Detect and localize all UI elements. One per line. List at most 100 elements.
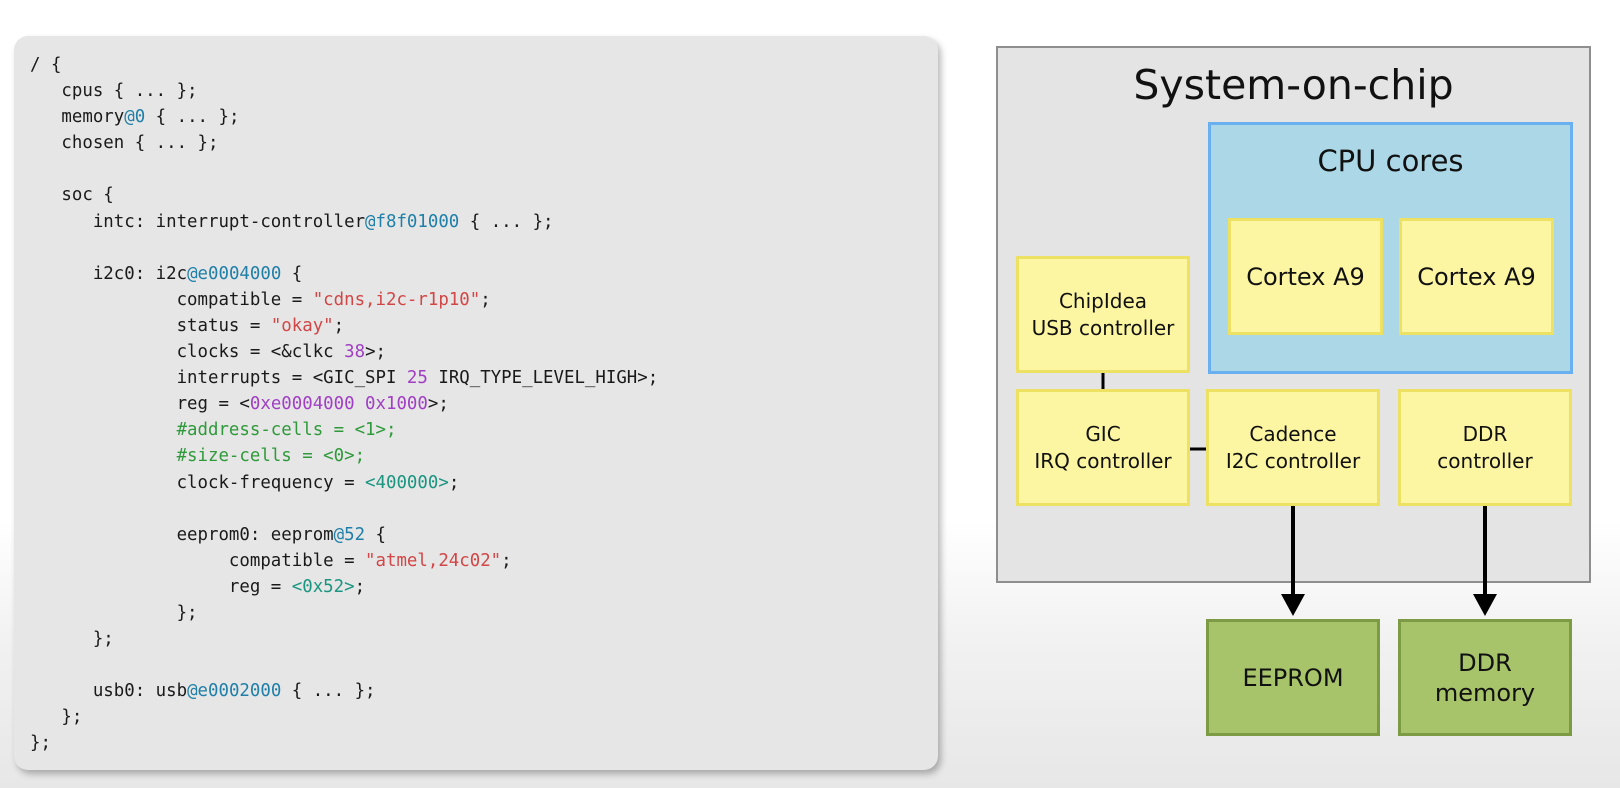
code-line: }; — [30, 730, 938, 756]
code-line: }; — [30, 626, 938, 652]
code-token-cmt: #size-cells = <0>; — [30, 446, 366, 467]
code-token-plain: ; — [354, 576, 366, 597]
code-line: }; — [30, 600, 938, 626]
code-token-plain: compatible = — [30, 550, 366, 571]
code-token-plain: { ... }; — [281, 681, 376, 702]
code-line: reg = <0xe0004000 0x1000>; — [30, 391, 938, 417]
code-line: memory@0 { ... }; — [30, 104, 938, 130]
code-token-val: <0x52> — [291, 576, 355, 597]
code-line: eeprom0: eeprom@52 { — [30, 522, 938, 548]
code-token-plain: }; — [30, 629, 114, 650]
code-token-plain: soc { — [30, 185, 114, 206]
cpu-cores-title: CPU cores — [1317, 144, 1464, 178]
ddr-controller-block: DDR controller — [1398, 389, 1572, 506]
cortex-a9-core-1-label: Cortex A9 — [1246, 262, 1365, 291]
code-token-plain: >; — [365, 342, 387, 363]
code-line: usb0: usb@e0002000 { ... }; — [30, 678, 938, 704]
ddr-controller-line2: controller — [1437, 448, 1533, 473]
code-token-unit: @f8f01000 — [365, 211, 460, 232]
cortex-a9-core-2-label: Cortex A9 — [1417, 262, 1536, 291]
code-line: intc: interrupt-controller@f8f01000 { ..… — [30, 209, 938, 235]
ddr-memory-line1: DDR — [1458, 648, 1512, 677]
gic-controller-line1: GIC — [1085, 421, 1121, 446]
code-token-plain: clocks = <&clkc — [30, 342, 345, 363]
ddr-controller-line1: DDR — [1462, 421, 1508, 446]
code-line: #address-cells = <1>; — [30, 417, 938, 443]
code-line: clock-frequency = <400000>; — [30, 470, 938, 496]
code-token-unit: @0 — [124, 107, 146, 128]
code-token-str: "okay" — [270, 315, 334, 336]
code-token-plain: / { — [30, 55, 62, 75]
code-token-plain: i2c0: i2c — [30, 263, 188, 284]
eeprom-label: EEPROM — [1242, 663, 1344, 692]
code-token-plain: { — [365, 524, 387, 545]
code-token-plain: usb0: usb — [30, 681, 188, 702]
ddr-memory-block: DDR memory — [1398, 619, 1572, 736]
code-token-unit: @52 — [333, 524, 366, 545]
code-line: status = "okay"; — [30, 313, 938, 339]
code-token-str: "cdns,i2c-r1p10" — [312, 289, 481, 310]
code-token-plain: memory — [30, 107, 125, 128]
code-token-plain: }; — [30, 733, 51, 754]
usb-controller-line1: ChipIdea — [1058, 288, 1148, 313]
cortex-a9-core-2: Cortex A9 — [1399, 218, 1554, 335]
code-token-plain: compatible = — [30, 289, 313, 310]
code-token-plain: status = — [30, 315, 271, 336]
usb-controller-line2: USB controller — [1031, 315, 1175, 340]
code-token-unit: @e0004000 — [187, 263, 282, 284]
gic-controller-block: GIC IRQ controller — [1016, 389, 1190, 506]
code-line: soc { — [30, 182, 938, 208]
code-line: #size-cells = <0>; — [30, 443, 938, 469]
code-token-plain: ; — [333, 315, 345, 336]
code-line: chosen { ... }; — [30, 130, 938, 156]
code-line: interrupts = <GIC_SPI 25 IRQ_TYPE_LEVEL_… — [30, 365, 938, 391]
code-line: compatible = "cdns,i2c-r1p10"; — [30, 287, 938, 313]
code-token-unit: @e0002000 — [187, 681, 282, 702]
code-line: / { — [30, 52, 938, 78]
ddr-controller-to-memory-arrowhead — [1473, 594, 1497, 616]
code-token-plain: interrupts = <GIC_SPI — [30, 368, 407, 389]
usb-controller-block: ChipIdea USB controller — [1016, 256, 1190, 373]
soc-title: System-on-chip — [1133, 61, 1454, 109]
code-token-plain: clock-frequency = — [30, 472, 366, 493]
eeprom-block: EEPROM — [1206, 619, 1380, 736]
code-token-cmt: #address-cells = <1>; — [30, 420, 397, 441]
code-line: compatible = "atmel,24c02"; — [30, 548, 938, 574]
code-token-plain: IRQ_TYPE_LEVEL_HIGH>; — [427, 368, 659, 389]
i2c-controller-line1: Cadence — [1249, 421, 1337, 446]
code-token-plain: ; — [448, 472, 460, 493]
code-token-str: "atmel,24c02" — [365, 550, 502, 571]
code-line: reg = <0x52>; — [30, 574, 938, 600]
ddr-memory-line2: memory — [1434, 678, 1536, 707]
code-token-plain: }; — [30, 707, 83, 728]
code-token-num: 38 — [344, 342, 366, 363]
code-token-num: 0xe0004000 0x1000 — [249, 394, 428, 415]
device-tree-source: / { cpus { ... }; memory@0 { ... }; chos… — [30, 52, 938, 757]
code-token-plain: ; — [501, 550, 512, 571]
code-token-plain: cpus { ... }; — [30, 81, 198, 102]
code-token-plain: chosen { ... }; — [30, 133, 219, 154]
device-tree-code-panel: / { cpus { ... }; memory@0 { ... }; chos… — [14, 36, 938, 770]
i2c-controller-line2: I2C controller — [1225, 448, 1361, 473]
code-line: clocks = <&clkc 38>; — [30, 339, 938, 365]
code-line: }; — [30, 704, 938, 730]
code-token-plain: { ... }; — [145, 107, 240, 128]
code-token-plain: ; — [480, 289, 491, 310]
code-line: i2c0: i2c@e0004000 { — [30, 261, 938, 287]
code-line: cpus { ... }; — [30, 78, 938, 104]
cortex-a9-core-1: Cortex A9 — [1228, 218, 1383, 335]
code-token-plain: reg = — [30, 576, 292, 597]
gic-controller-line2: IRQ controller — [1034, 448, 1172, 473]
code-token-plain: reg = < — [30, 394, 250, 415]
code-token-num: 25 — [406, 368, 428, 389]
code-token-val: <400000> — [365, 472, 449, 493]
i2c-to-eeprom-arrowhead — [1281, 594, 1305, 616]
code-token-plain: >; — [427, 394, 449, 415]
code-token-plain: { ... }; — [459, 211, 554, 232]
i2c-controller-block: Cadence I2C controller — [1206, 389, 1380, 506]
code-token-plain: eeprom0: eeprom — [30, 524, 334, 545]
code-token-plain: }; — [30, 602, 198, 623]
code-token-plain: { — [281, 263, 303, 284]
code-token-plain: intc: interrupt-controller — [30, 211, 366, 232]
